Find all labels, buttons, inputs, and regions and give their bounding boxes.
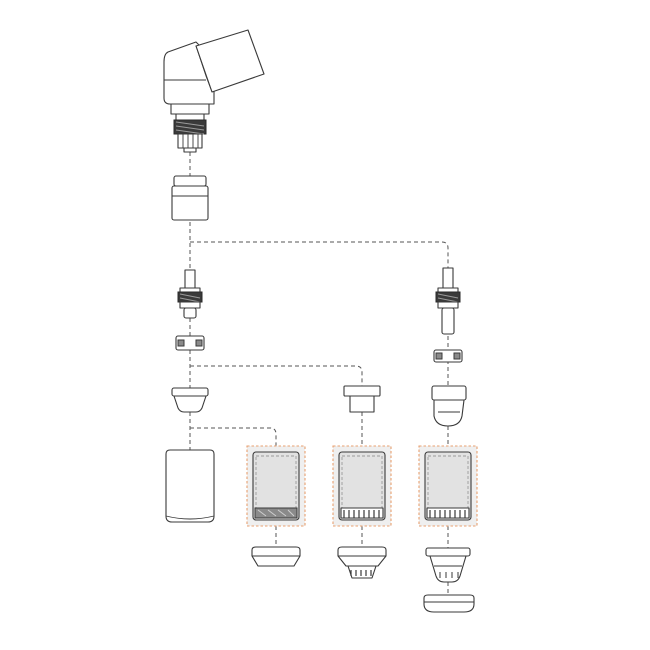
nosepiece-icon-middle bbox=[343, 385, 381, 413]
objective-lens-icon-left bbox=[177, 269, 203, 319]
cylinder-housing-icon bbox=[165, 449, 215, 523]
nosepiece-icon-left bbox=[171, 387, 209, 413]
housing-box-icon-3 bbox=[418, 445, 478, 527]
connector-coupler-to-lens-right bbox=[190, 241, 449, 268]
nosepiece-icon-right bbox=[431, 385, 467, 427]
connectors bbox=[189, 152, 449, 596]
dish-icon bbox=[423, 594, 475, 613]
connector-ring-left-to-nosepiece-middle bbox=[190, 365, 363, 386]
ring-icon-left bbox=[175, 335, 205, 351]
housing-box-icon-2 bbox=[332, 445, 392, 527]
ring-icon-right bbox=[433, 349, 463, 363]
cup-icon bbox=[425, 547, 471, 583]
lens-adapter-icon bbox=[170, 103, 210, 153]
binocular-head-icon bbox=[163, 29, 265, 105]
objective-lens-icon-right bbox=[435, 267, 461, 335]
ring-light-icon bbox=[337, 546, 387, 579]
cylindrical-coupler-icon bbox=[171, 175, 209, 221]
base-plate-icon bbox=[251, 546, 301, 567]
connector-nosepiece-left-to-housing-1 bbox=[190, 427, 277, 448]
housing-box-icon-1 bbox=[246, 445, 306, 527]
